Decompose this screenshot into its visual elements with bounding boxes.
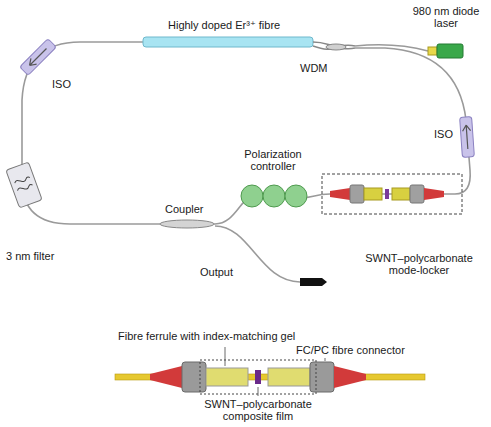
output-connector — [300, 278, 327, 286]
erbium-fibre — [143, 37, 313, 47]
component-label: Output — [200, 266, 233, 278]
component-label: Highly doped Er³⁺ fibre — [168, 19, 280, 31]
component-label: SWNT–polycarbonate composite film — [200, 398, 316, 422]
paddle — [241, 185, 263, 207]
component-label: ISO — [52, 78, 71, 90]
filter-symbol — [6, 162, 42, 208]
dashed-box — [322, 174, 462, 214]
mode-locker-symbol — [330, 185, 444, 203]
component-label: 980 nm diode laser — [410, 5, 482, 29]
wdm-body — [326, 44, 346, 50]
ring-fibre — [22, 42, 470, 224]
component-label: Coupler — [165, 203, 204, 215]
laser-connector — [428, 47, 437, 55]
component-label: SWNT–polycarbonate mode-locker — [360, 252, 478, 276]
component-label: WDM — [300, 62, 328, 74]
wdm-coupler — [313, 42, 355, 49]
paddle — [285, 185, 307, 207]
component-label: FC/PC fibre connector — [296, 344, 405, 356]
isolator-symbol — [460, 117, 475, 158]
paddle — [263, 185, 285, 207]
component-label: ISO — [434, 128, 453, 140]
isolator-symbol — [20, 39, 57, 76]
diode-laser — [437, 44, 463, 58]
component-label: Polarization controller — [232, 148, 314, 172]
pump-fibre — [355, 45, 428, 51]
component-label: Fibre ferrule with index-matching gel — [118, 330, 295, 342]
coupler-symbol — [160, 220, 214, 228]
component-label: 3 nm filter — [6, 250, 54, 262]
